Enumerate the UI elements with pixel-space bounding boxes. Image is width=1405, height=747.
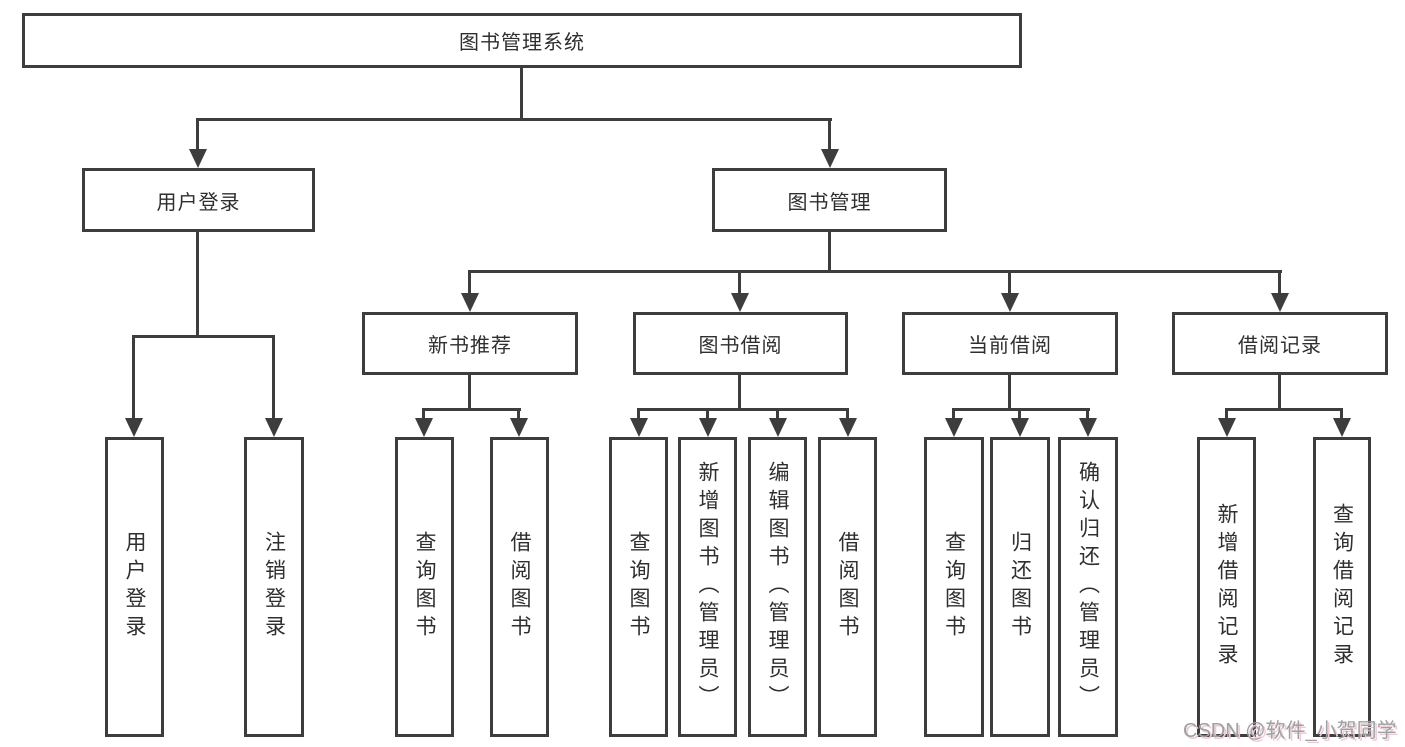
connector-drop-book-mgmt — [828, 118, 831, 151]
root-node-label: 图书管理系统 — [459, 32, 585, 54]
node-borrow-records-label: 借阅记录 — [1238, 335, 1322, 357]
root-node-library-system: 图书管理系统 — [22, 13, 1022, 68]
node-new-books-label: 新书推荐 — [428, 335, 512, 357]
connector-level2-rail — [197, 118, 832, 121]
arrow-current-borrow — [1001, 293, 1019, 312]
leaf-br-add-record: 新增借阅记录 — [1197, 437, 1256, 737]
connector-drop-nb2 — [517, 408, 520, 420]
arrow-bb1 — [630, 418, 648, 437]
arrow-bb4 — [839, 418, 857, 437]
connector-user-login-rail — [133, 335, 275, 338]
connector-drop-nb1 — [422, 408, 425, 420]
arrow-br2 — [1333, 418, 1351, 437]
connector-book-borrow-stem — [738, 375, 741, 411]
connector-borrow-records-rail — [1225, 408, 1343, 411]
arrow-leaf-logout — [265, 418, 283, 437]
leaf-bb-add-books-admin: 新增图书（管理员） — [678, 437, 737, 737]
leaf-nb-borrow-books-label: 借阅图书 — [508, 531, 531, 643]
leaf-cb-confirm-return-admin: 确认归还（管理员） — [1058, 437, 1118, 737]
node-book-mgmt: 图书管理 — [712, 168, 947, 232]
arrow-book-mgmt — [821, 149, 839, 168]
connector-current-borrow-stem — [1008, 375, 1011, 411]
leaf-cb-return-books-label: 归还图书 — [1008, 531, 1032, 643]
connector-root-stem — [520, 68, 523, 121]
arrow-book-borrow — [731, 293, 749, 312]
connector-drop-cb3 — [1086, 408, 1089, 420]
connector-drop-current-borrow — [1008, 270, 1011, 295]
connector-drop-borrow-records — [1278, 270, 1281, 295]
leaf-bb-borrow-books-label: 借阅图书 — [836, 531, 859, 643]
arrow-cb1 — [945, 418, 963, 437]
leaf-logout: 注销登录 — [244, 437, 304, 737]
connector-drop-cb1 — [952, 408, 955, 420]
connector-user-login-stem — [196, 232, 199, 338]
connector-drop-cb2 — [1018, 408, 1021, 420]
arrow-cb2 — [1011, 418, 1029, 437]
csdn-watermark: CSDN @软件_小贺同学 — [1183, 720, 1397, 742]
leaf-cb-query-books: 查询图书 — [924, 437, 984, 737]
leaf-nb-borrow-books: 借阅图书 — [490, 437, 549, 737]
connector-drop-bb1 — [637, 408, 640, 420]
connector-drop-bb2 — [706, 408, 709, 420]
arrow-leaf-login — [125, 418, 143, 437]
node-user-login: 用户登录 — [82, 168, 315, 232]
connector-book-mgmt-stem — [828, 232, 831, 273]
arrow-nb1 — [415, 418, 433, 437]
connector-borrow-records-stem — [1278, 375, 1281, 411]
arrow-user-login — [189, 149, 207, 168]
leaf-bb-query-books: 查询图书 — [609, 437, 668, 737]
connector-drop-br2 — [1340, 408, 1343, 420]
connector-drop-book-borrow — [738, 270, 741, 295]
leaf-bb-add-books-admin-label: 新增图书（管理员） — [696, 461, 719, 713]
arrow-bb2 — [699, 418, 717, 437]
leaf-bb-query-books-label: 查询图书 — [627, 531, 650, 643]
connector-current-borrow-rail — [952, 408, 1090, 411]
connector-book-borrow-rail — [637, 408, 849, 411]
node-book-mgmt-label: 图书管理 — [787, 191, 872, 214]
leaf-logout-label: 注销登录 — [262, 531, 286, 643]
leaf-br-query-record-label: 查询借阅记录 — [1330, 503, 1354, 671]
arrow-new-books — [461, 293, 479, 312]
node-new-books: 新书推荐 — [362, 312, 578, 375]
leaf-user-login-label: 用户登录 — [123, 531, 146, 643]
leaf-cb-query-books-label: 查询图书 — [942, 531, 966, 643]
node-current-borrow: 当前借阅 — [902, 312, 1118, 375]
leaf-br-query-record: 查询借阅记录 — [1313, 437, 1371, 737]
connector-drop-new-books — [468, 270, 471, 295]
leaf-nb-query-books: 查询图书 — [395, 437, 454, 737]
connector-level3-rail — [468, 270, 1282, 273]
leaf-bb-borrow-books: 借阅图书 — [818, 437, 877, 737]
arrow-br1 — [1218, 418, 1236, 437]
node-user-login-label: 用户登录 — [156, 191, 241, 214]
leaf-bb-edit-books-admin: 编辑图书（管理员） — [748, 437, 807, 737]
connector-new-books-stem — [468, 375, 471, 411]
arrow-cb3 — [1079, 418, 1097, 437]
node-current-borrow-label: 当前借阅 — [968, 335, 1052, 357]
connector-drop-bb3 — [776, 408, 779, 420]
leaf-cb-confirm-return-admin-label: 确认归还（管理员） — [1076, 461, 1100, 713]
connector-drop-leaf-logout — [272, 335, 275, 420]
connector-new-books-rail — [423, 408, 521, 411]
arrow-nb2 — [510, 418, 528, 437]
node-book-borrow-label: 图书借阅 — [698, 335, 783, 357]
leaf-br-add-record-label: 新增借阅记录 — [1215, 503, 1238, 671]
node-book-borrow: 图书借阅 — [633, 312, 848, 375]
connector-drop-bb4 — [846, 408, 849, 420]
connector-drop-user-login — [196, 118, 199, 151]
arrow-bb3 — [769, 418, 787, 437]
connector-drop-br1 — [1225, 408, 1228, 420]
arrow-borrow-records — [1271, 293, 1289, 312]
connector-drop-leaf-login — [132, 335, 135, 420]
leaf-user-login: 用户登录 — [105, 437, 164, 737]
node-borrow-records: 借阅记录 — [1172, 312, 1388, 375]
leaf-nb-query-books-label: 查询图书 — [413, 531, 436, 643]
leaf-bb-edit-books-admin-label: 编辑图书（管理员） — [766, 461, 789, 713]
leaf-cb-return-books: 归还图书 — [990, 437, 1050, 737]
